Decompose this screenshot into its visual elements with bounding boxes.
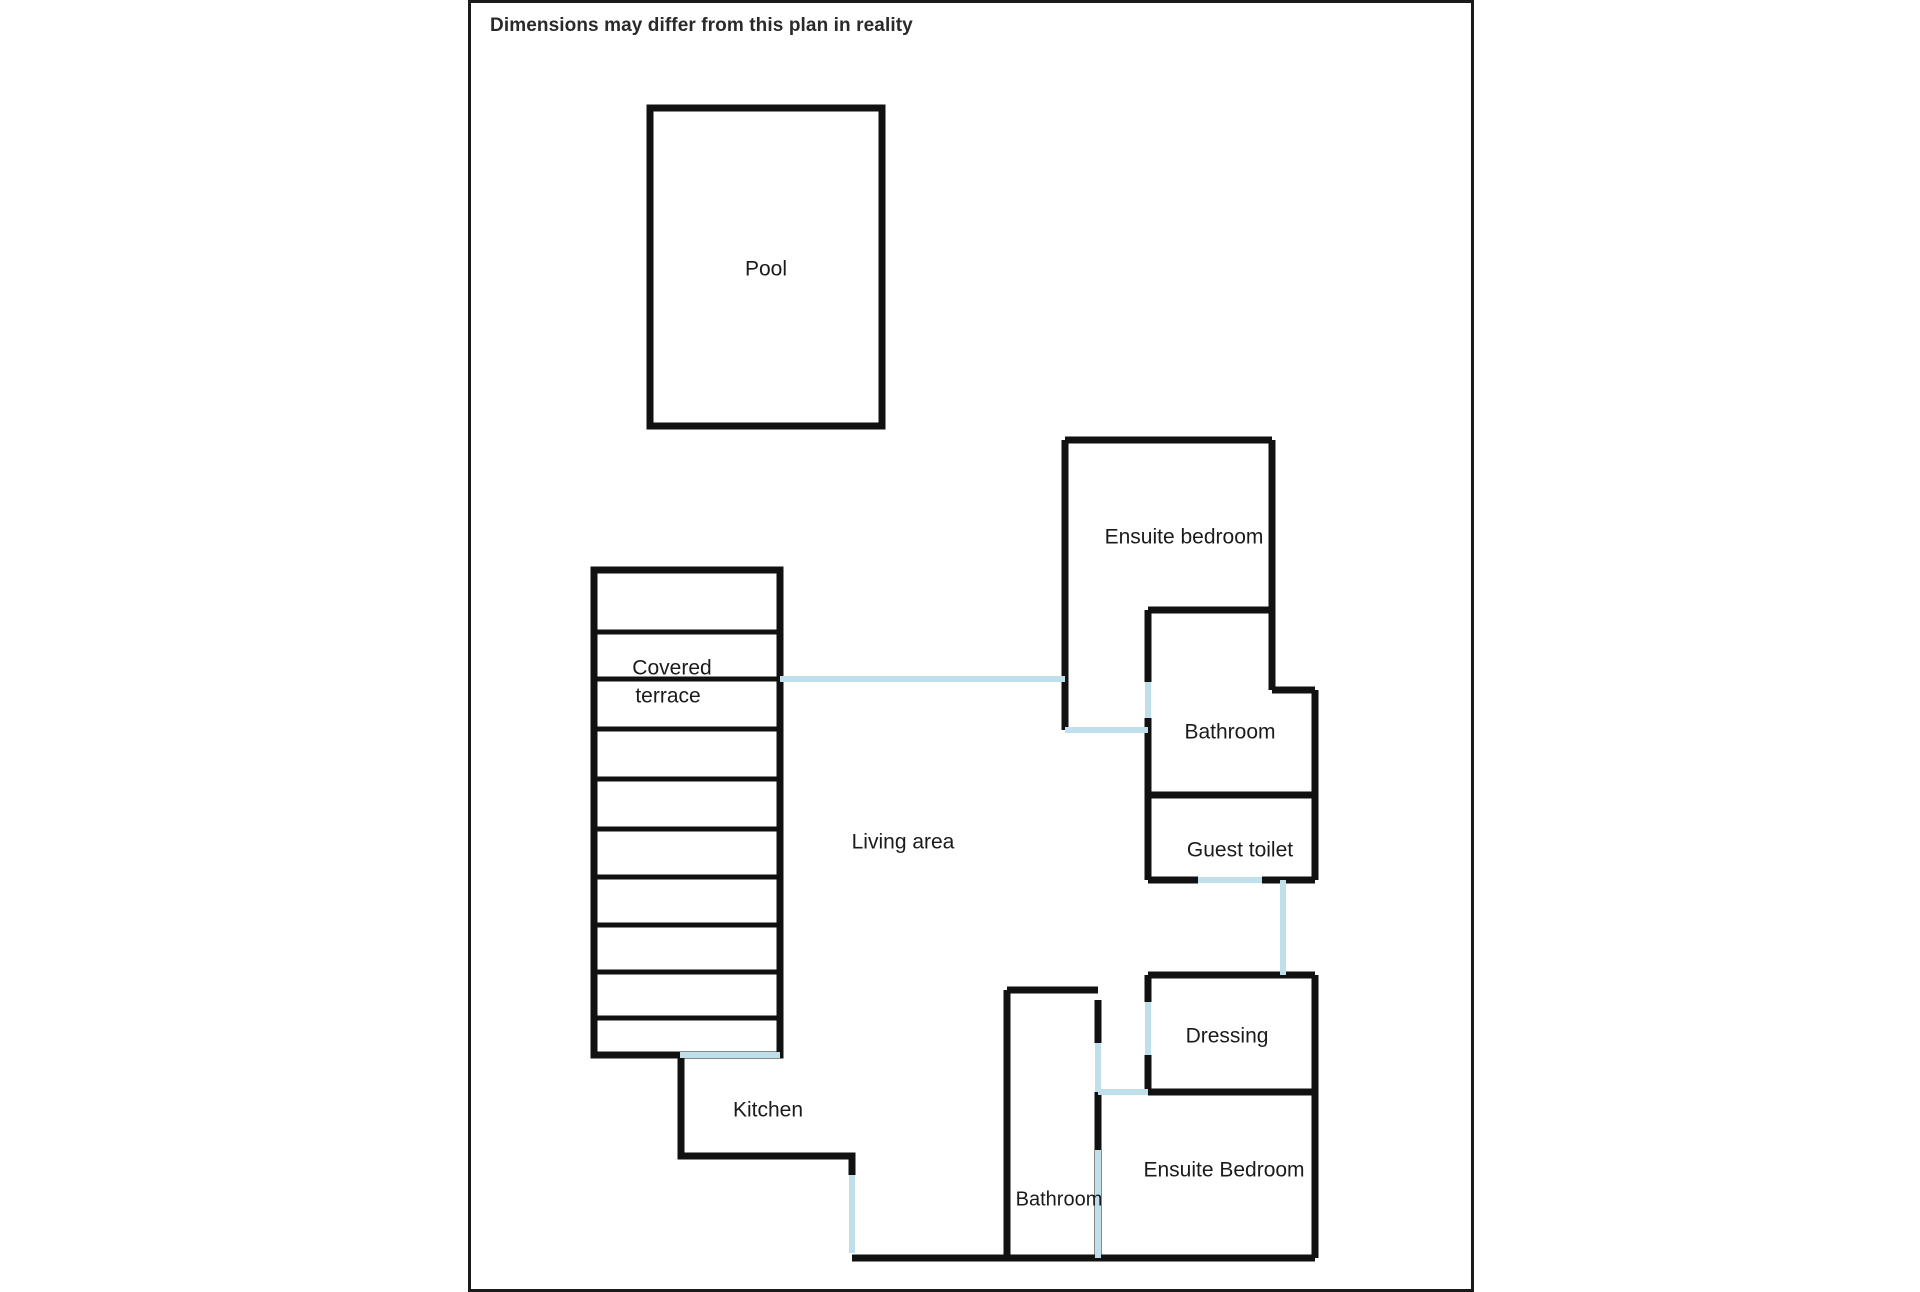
bathroom-bottom-label: Bathroom — [1016, 1188, 1103, 1210]
guest-toilet-label: Guest toilet — [1187, 839, 1293, 862]
covered-terrace-room — [590, 566, 784, 1059]
bathroom-bottom-room — [852, 986, 1098, 1262]
pool-label: Pool — [745, 258, 787, 281]
ensuite-bedroom-top-room — [1061, 436, 1276, 730]
plan-disclaimer-note: Dimensions may differ from this plan in … — [490, 15, 913, 36]
pool-room — [646, 104, 886, 430]
dressing-room — [1144, 971, 1319, 1096]
living-area-label: Living area — [852, 831, 955, 854]
guest-toilet-room — [1144, 795, 1319, 884]
covered-terrace-label-line2: terrace — [635, 685, 700, 708]
kitchen-label: Kitchen — [733, 1099, 803, 1122]
door-openings — [680, 676, 1286, 1258]
bathroom-top-label: Bathroom — [1184, 721, 1275, 744]
bathroom-top-room — [1144, 610, 1319, 800]
ensuite-bedroom-top-label: Ensuite bedroom — [1105, 526, 1264, 549]
dressing-label: Dressing — [1186, 1025, 1269, 1048]
ensuite-bedroom-bottom-label: Ensuite Bedroom — [1143, 1159, 1304, 1182]
plan-frame-border — [468, 0, 1474, 1292]
covered-terrace-label-line1: Covered — [632, 657, 711, 680]
